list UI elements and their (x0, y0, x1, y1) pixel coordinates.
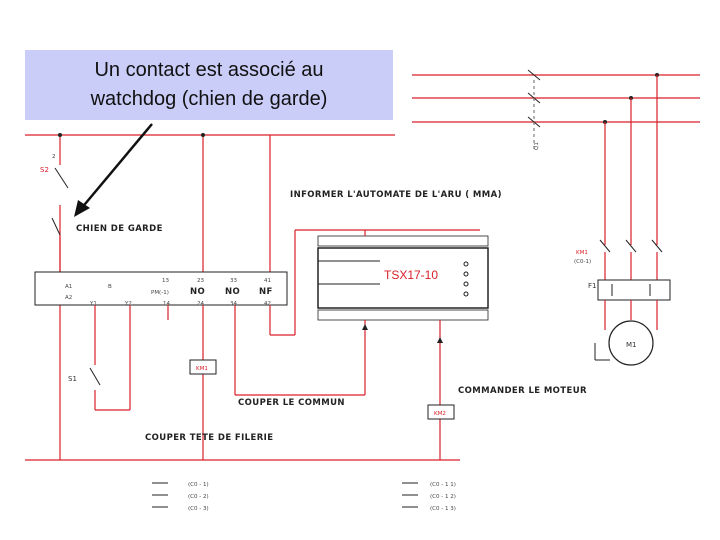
left-ref-3: (C0 - 3) (188, 506, 209, 512)
right-ref-3: (C0 - 1 3) (430, 506, 456, 512)
relay-a2: A2 (65, 295, 72, 301)
left-ref-2: (C0 - 2) (188, 494, 209, 500)
relay-y1: Y1 (89, 301, 97, 307)
right-ref-1: (C0 - 1 1) (430, 482, 456, 488)
right-ref-2: (C0 - 1 2) (430, 494, 456, 500)
km2-coil-label: KM2 (434, 411, 446, 417)
relay-b42: 42 (264, 301, 271, 307)
callout-text: Un contact est associé au watchdog (chie… (90, 59, 328, 110)
relay-t33: 33 (230, 278, 237, 284)
relay-no1: NO (190, 287, 205, 297)
km1-coil-label: KM1 (196, 366, 208, 372)
couper-tete-label: COUPER TETE DE FILERIE (145, 433, 273, 443)
svg-text:Q1: Q1 (534, 142, 540, 150)
plc-module (234, 230, 489, 460)
relay-pm: PM(-1) (151, 290, 169, 296)
km1-coil (189, 359, 217, 375)
callout-arrow (74, 123, 153, 217)
relay-y2: Y2 (124, 301, 132, 307)
relay-nf: NF (259, 287, 273, 297)
relay-b34: 34 (230, 301, 237, 307)
chien-de-garde-label: CHIEN DE GARDE (76, 224, 163, 234)
safety-relay-box (34, 229, 480, 460)
reference-marks (152, 482, 418, 508)
couper-commun-label: COUPER LE COMMUN (238, 398, 345, 408)
svg-text:2: 2 (52, 154, 56, 160)
informer-label: INFORMER L'AUTOMATE DE L'ARU ( MMA) (290, 190, 502, 200)
relay-a1: A1 (65, 284, 72, 290)
m1-label: M1 (626, 341, 637, 349)
relay-b24: 24 (197, 301, 204, 307)
callout-box: Un contact est associé au watchdog (chie… (25, 50, 393, 120)
km2-coil (427, 404, 455, 420)
plc-label: TSX17-10 (384, 268, 438, 282)
control-supply: 2 (25, 133, 460, 461)
relay-b14: 14 (163, 301, 170, 307)
motor-branch (594, 239, 671, 366)
km-q-sub: (C0-1) (574, 259, 591, 265)
km-q-label: KM1 (576, 250, 588, 256)
s1-label: S1 (68, 375, 77, 383)
relay-t41: 41 (264, 278, 271, 284)
relay-no2: NO (225, 287, 240, 297)
relay-b: B (108, 284, 112, 290)
power-lines: Q1 (412, 69, 700, 245)
left-ref-1: (C0 - 1) (188, 482, 209, 488)
f1-label: F1 (588, 282, 596, 290)
relay-t13: 13 (162, 278, 169, 284)
s2-label: S2 (40, 166, 49, 174)
commander-label: COMMANDER LE MOTEUR (458, 386, 587, 396)
relay-t23: 23 (197, 278, 204, 284)
